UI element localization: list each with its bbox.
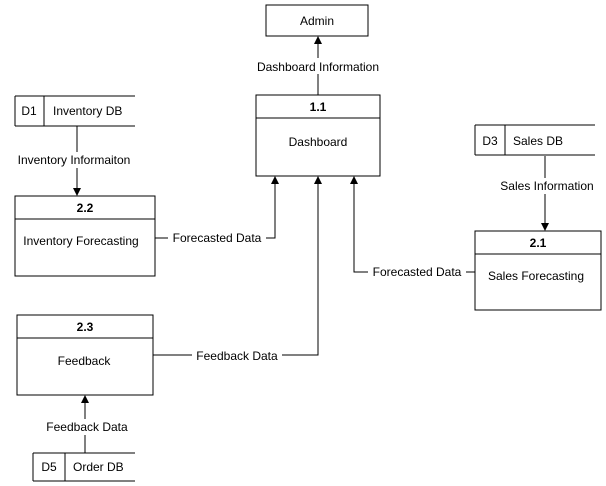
store-name: Sales DB [513,134,563,148]
store-id: D5 [41,460,57,474]
data-store-order-db: D5 Order DB [32,452,135,482]
process-name: Inventory Forecasting [23,234,138,248]
flow-inventory-forecast-to-dashboard [155,176,279,239]
process-sales-forecasting: 2.1 Sales Forecasting [474,230,602,311]
store-name: Inventory DB [53,104,122,118]
process-id: 2.1 [530,236,547,250]
process-name: Sales Forecasting [488,269,584,283]
process-inventory-forecasting: 2.2 Inventory Forecasting [14,195,156,277]
store-id: D1 [21,104,37,118]
process-dashboard: 1.1 Dashboard [255,94,381,177]
store-id: D3 [482,134,498,148]
external-entity-admin: Admin [265,4,369,37]
process-name: Dashboard [289,135,348,149]
process-feedback: 2.3 Feedback [16,314,154,396]
process-id: 1.1 [310,100,327,114]
flow-label-feedback-data: Feedback Data [196,349,278,363]
flow-label-dashboard-information: Dashboard Information [257,60,379,74]
process-id: 2.2 [77,201,94,215]
flow-label-forecasted-data-sales: Forecasted Data [373,265,462,279]
flow-label-forecasted-data-inventory: Forecasted Data [173,231,262,245]
store-name: Order DB [73,460,124,474]
flow-label-inventory-information: Inventory Informaiton [18,153,131,167]
flow-sales-forecast-to-dashboard [350,176,475,273]
data-store-inventory-db: D1 Inventory DB [14,95,135,127]
admin-label: Admin [300,14,334,28]
flow-label-feedback-data-order: Feedback Data [46,420,128,434]
flow-label-sales-information: Sales Information [500,179,593,193]
process-name: Feedback [58,354,112,368]
flow-feedback-to-dashboard [153,176,322,356]
data-store-sales-db: D3 Sales DB [474,124,595,156]
process-id: 2.3 [77,320,94,334]
